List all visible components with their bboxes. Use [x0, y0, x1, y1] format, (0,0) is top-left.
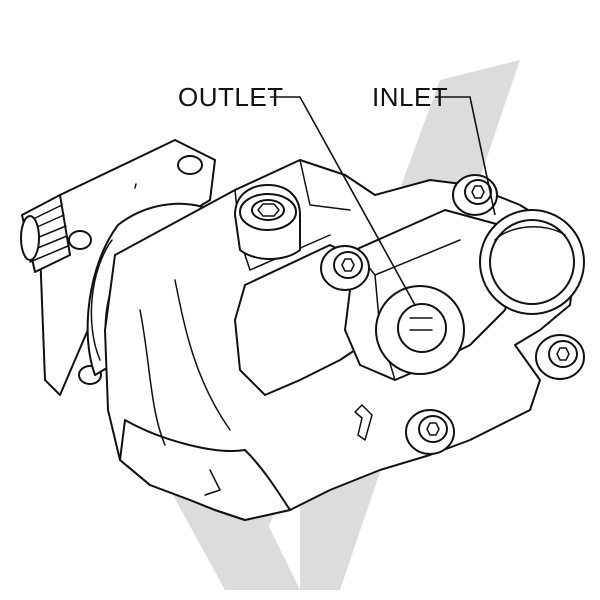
- bolt-bottom-left: [405, 409, 455, 455]
- bolt-top-right: [452, 174, 498, 216]
- clip-detail: [354, 404, 373, 441]
- bolt-left: [320, 245, 370, 291]
- outlet-label: OUTLET: [178, 82, 284, 112]
- inlet-port: [479, 209, 585, 315]
- bolt-bottom-right: [535, 334, 585, 380]
- outlet-port: [375, 285, 465, 375]
- drive-shaft: [20, 194, 71, 273]
- inlet-label: INLET: [372, 82, 448, 112]
- inlet-leader: [435, 96, 496, 216]
- top-boss: [234, 184, 301, 260]
- outlet-leader: [270, 96, 416, 306]
